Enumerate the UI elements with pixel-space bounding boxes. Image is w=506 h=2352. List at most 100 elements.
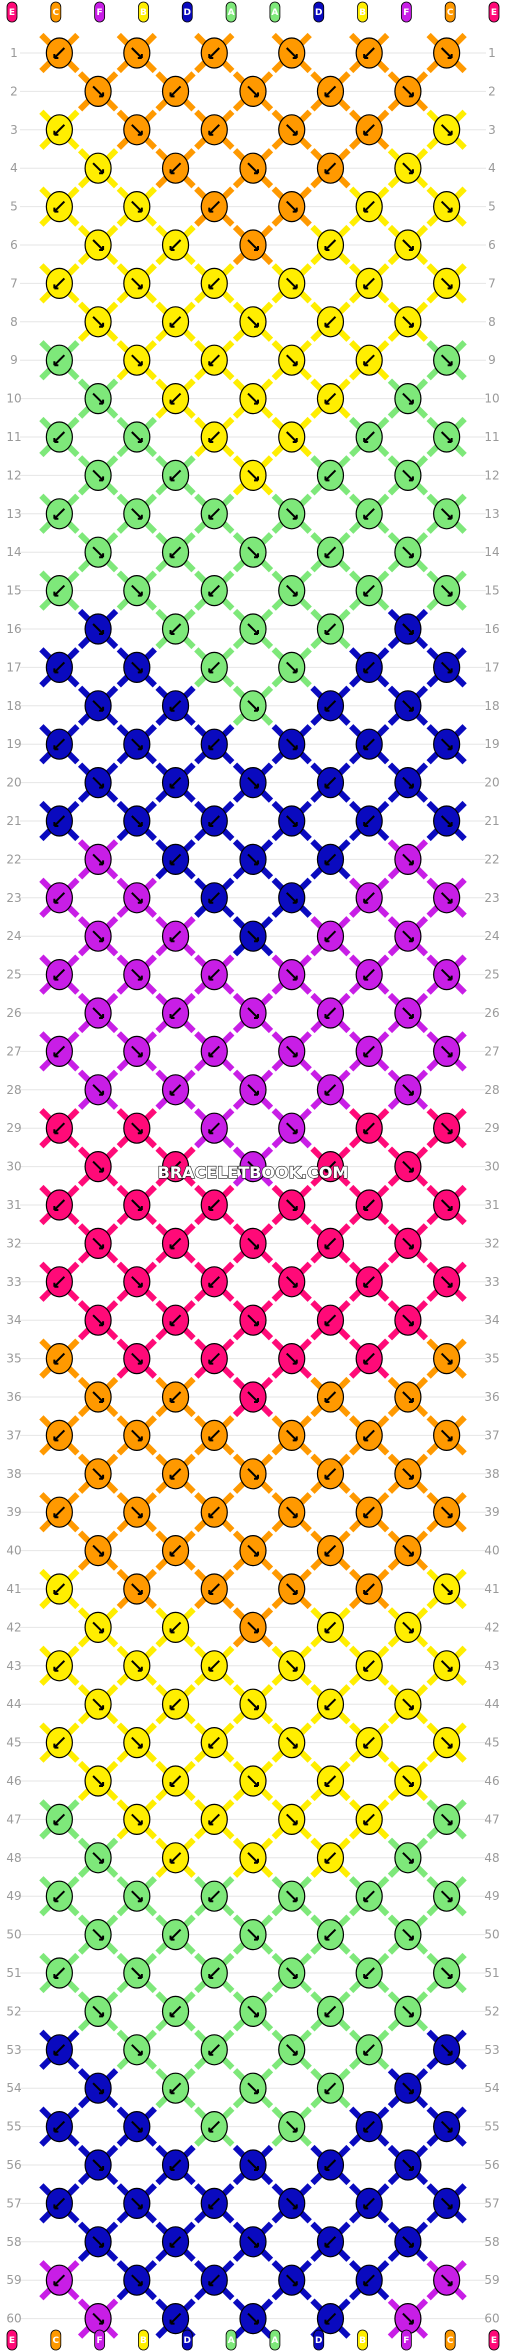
knot-direction-arrow-icon (53, 892, 66, 904)
knot-direction-arrow-icon (363, 431, 375, 443)
knot-direction-arrow-icon (440, 1813, 453, 1826)
knot-direction-arrow-icon (92, 1544, 105, 1557)
knot-direction-arrow-icon (286, 1352, 298, 1365)
row-number-right: 45 (484, 1736, 499, 1750)
row-number-right: 23 (484, 891, 499, 905)
knot-direction-arrow-icon (402, 2312, 414, 2325)
knot-direction-arrow-icon (286, 815, 298, 827)
knot-direction-arrow-icon (440, 2197, 453, 2210)
knot-direction-arrow-icon (53, 584, 66, 597)
knot-direction-arrow-icon (363, 277, 375, 290)
knot-direction-arrow-icon (53, 1813, 66, 1826)
strand-letter-top-chip (50, 1, 62, 23)
knot-direction-arrow-icon (247, 1468, 259, 1480)
row-number-right: 38 (484, 1467, 499, 1481)
knot-direction-arrow-icon (92, 2236, 105, 2248)
strand-letter-top-chip (6, 1, 18, 23)
knot-direction-arrow-icon (208, 431, 220, 443)
knot-direction-arrow-icon (440, 892, 453, 904)
knot-direction-arrow-icon (286, 892, 298, 904)
knot-direction-arrow-icon (131, 47, 143, 59)
knot-direction-arrow-icon (440, 661, 453, 674)
row-number-right: 3 (488, 123, 496, 137)
knot-direction-arrow-icon (169, 2005, 182, 2018)
strand-letter-top-chip (138, 1, 149, 23)
knot-direction-arrow-icon (286, 1506, 298, 1519)
row-number-right: 58 (484, 2235, 499, 2249)
knot-direction-arrow-icon (92, 623, 105, 635)
knot-direction-arrow-icon (363, 1967, 375, 1979)
knot-direction-arrow-icon (208, 1736, 220, 1749)
knot-direction-arrow-icon (247, 85, 259, 98)
knot-direction-arrow-icon (247, 1544, 259, 1557)
strand-letter-top-chip (225, 1, 237, 23)
knot-direction-arrow-icon (440, 584, 453, 597)
knot-direction-arrow-icon (286, 1813, 298, 1826)
knot-direction-arrow-icon (286, 2197, 298, 2210)
knot-direction-arrow-icon (402, 2236, 414, 2248)
row-number-left: 40 (6, 1544, 21, 1558)
knot-direction-arrow-icon (324, 85, 337, 98)
row-number-right: 46 (484, 1774, 499, 1788)
knot-direction-arrow-icon (53, 1199, 66, 1211)
row-number-right: 4 (488, 161, 496, 175)
knot-direction-arrow-icon (169, 2159, 182, 2171)
row-number-left: 7 (10, 276, 18, 290)
knot-direction-arrow-icon (402, 1314, 414, 1327)
strand-letter-bottom: E (491, 2336, 497, 2346)
row-number-right: 7 (488, 276, 496, 290)
knot-direction-arrow-icon (208, 738, 220, 751)
knot-direction-arrow-icon (92, 776, 105, 789)
knot-direction-arrow-icon (247, 1928, 259, 1941)
knot-direction-arrow-icon (286, 738, 298, 751)
knot-direction-arrow-icon (247, 2236, 259, 2248)
knot-direction-arrow-icon (53, 1736, 66, 1749)
row-number-right: 8 (488, 315, 496, 329)
knot-direction-arrow-icon (247, 1314, 259, 1327)
row-number-left: 55 (6, 2120, 21, 2134)
knot-direction-arrow-icon (53, 815, 66, 827)
row-number-right: 28 (484, 1083, 499, 1097)
row-number-left: 9 (10, 353, 18, 367)
knot-direction-arrow-icon (402, 469, 414, 482)
row-number-right: 53 (484, 2043, 499, 2057)
knot-direction-arrow-icon (53, 508, 66, 520)
knot-direction-arrow-icon (92, 1007, 105, 1019)
knot-direction-arrow-icon (286, 661, 298, 674)
strand-letter-top: B (359, 8, 366, 18)
knot-direction-arrow-icon (92, 700, 105, 712)
row-number-right: 50 (484, 1928, 499, 1942)
knot-direction-arrow-icon (247, 1391, 259, 1403)
knot-direction-arrow-icon (247, 2082, 259, 2095)
knot-direction-arrow-icon (247, 392, 259, 405)
knot-direction-arrow-icon (286, 584, 298, 597)
knot-direction-arrow-icon (324, 1314, 337, 1327)
row-number-right: 11 (484, 430, 499, 444)
strand-letter-bottom: D (184, 2336, 191, 2346)
row-number-right: 36 (484, 1390, 499, 1404)
knot-direction-arrow-icon (324, 853, 337, 866)
row-number-left: 26 (6, 1006, 21, 1020)
knot-direction-arrow-icon (53, 354, 66, 367)
strand-letter-top: A (271, 8, 278, 18)
knot-direction-arrow-icon (53, 2274, 66, 2287)
knot-direction-arrow-icon (440, 1352, 453, 1365)
knot-direction-arrow-icon (247, 700, 259, 712)
strand-letter-bottom: A (271, 2336, 278, 2346)
knot-direction-arrow-icon (131, 508, 143, 520)
knot-direction-arrow-icon (169, 2082, 182, 2095)
knot-direction-arrow-icon (363, 124, 375, 136)
knot-direction-arrow-icon (169, 316, 182, 328)
knot-direction-arrow-icon (92, 392, 105, 405)
row-number-right: 10 (484, 392, 499, 406)
knot-direction-arrow-icon (440, 124, 453, 136)
row-number-right: 34 (484, 1313, 499, 1327)
knot-direction-arrow-icon (324, 1160, 337, 1173)
knot-direction-arrow-icon (131, 738, 143, 751)
strand-letter-bottom-chip (50, 2329, 62, 2351)
knot-direction-arrow-icon (440, 1122, 453, 1135)
knot-direction-arrow-icon (286, 124, 298, 136)
knot-direction-arrow-icon (131, 1199, 143, 1211)
knot-direction-arrow-icon (131, 892, 143, 904)
row-number-right: 44 (484, 1697, 499, 1711)
